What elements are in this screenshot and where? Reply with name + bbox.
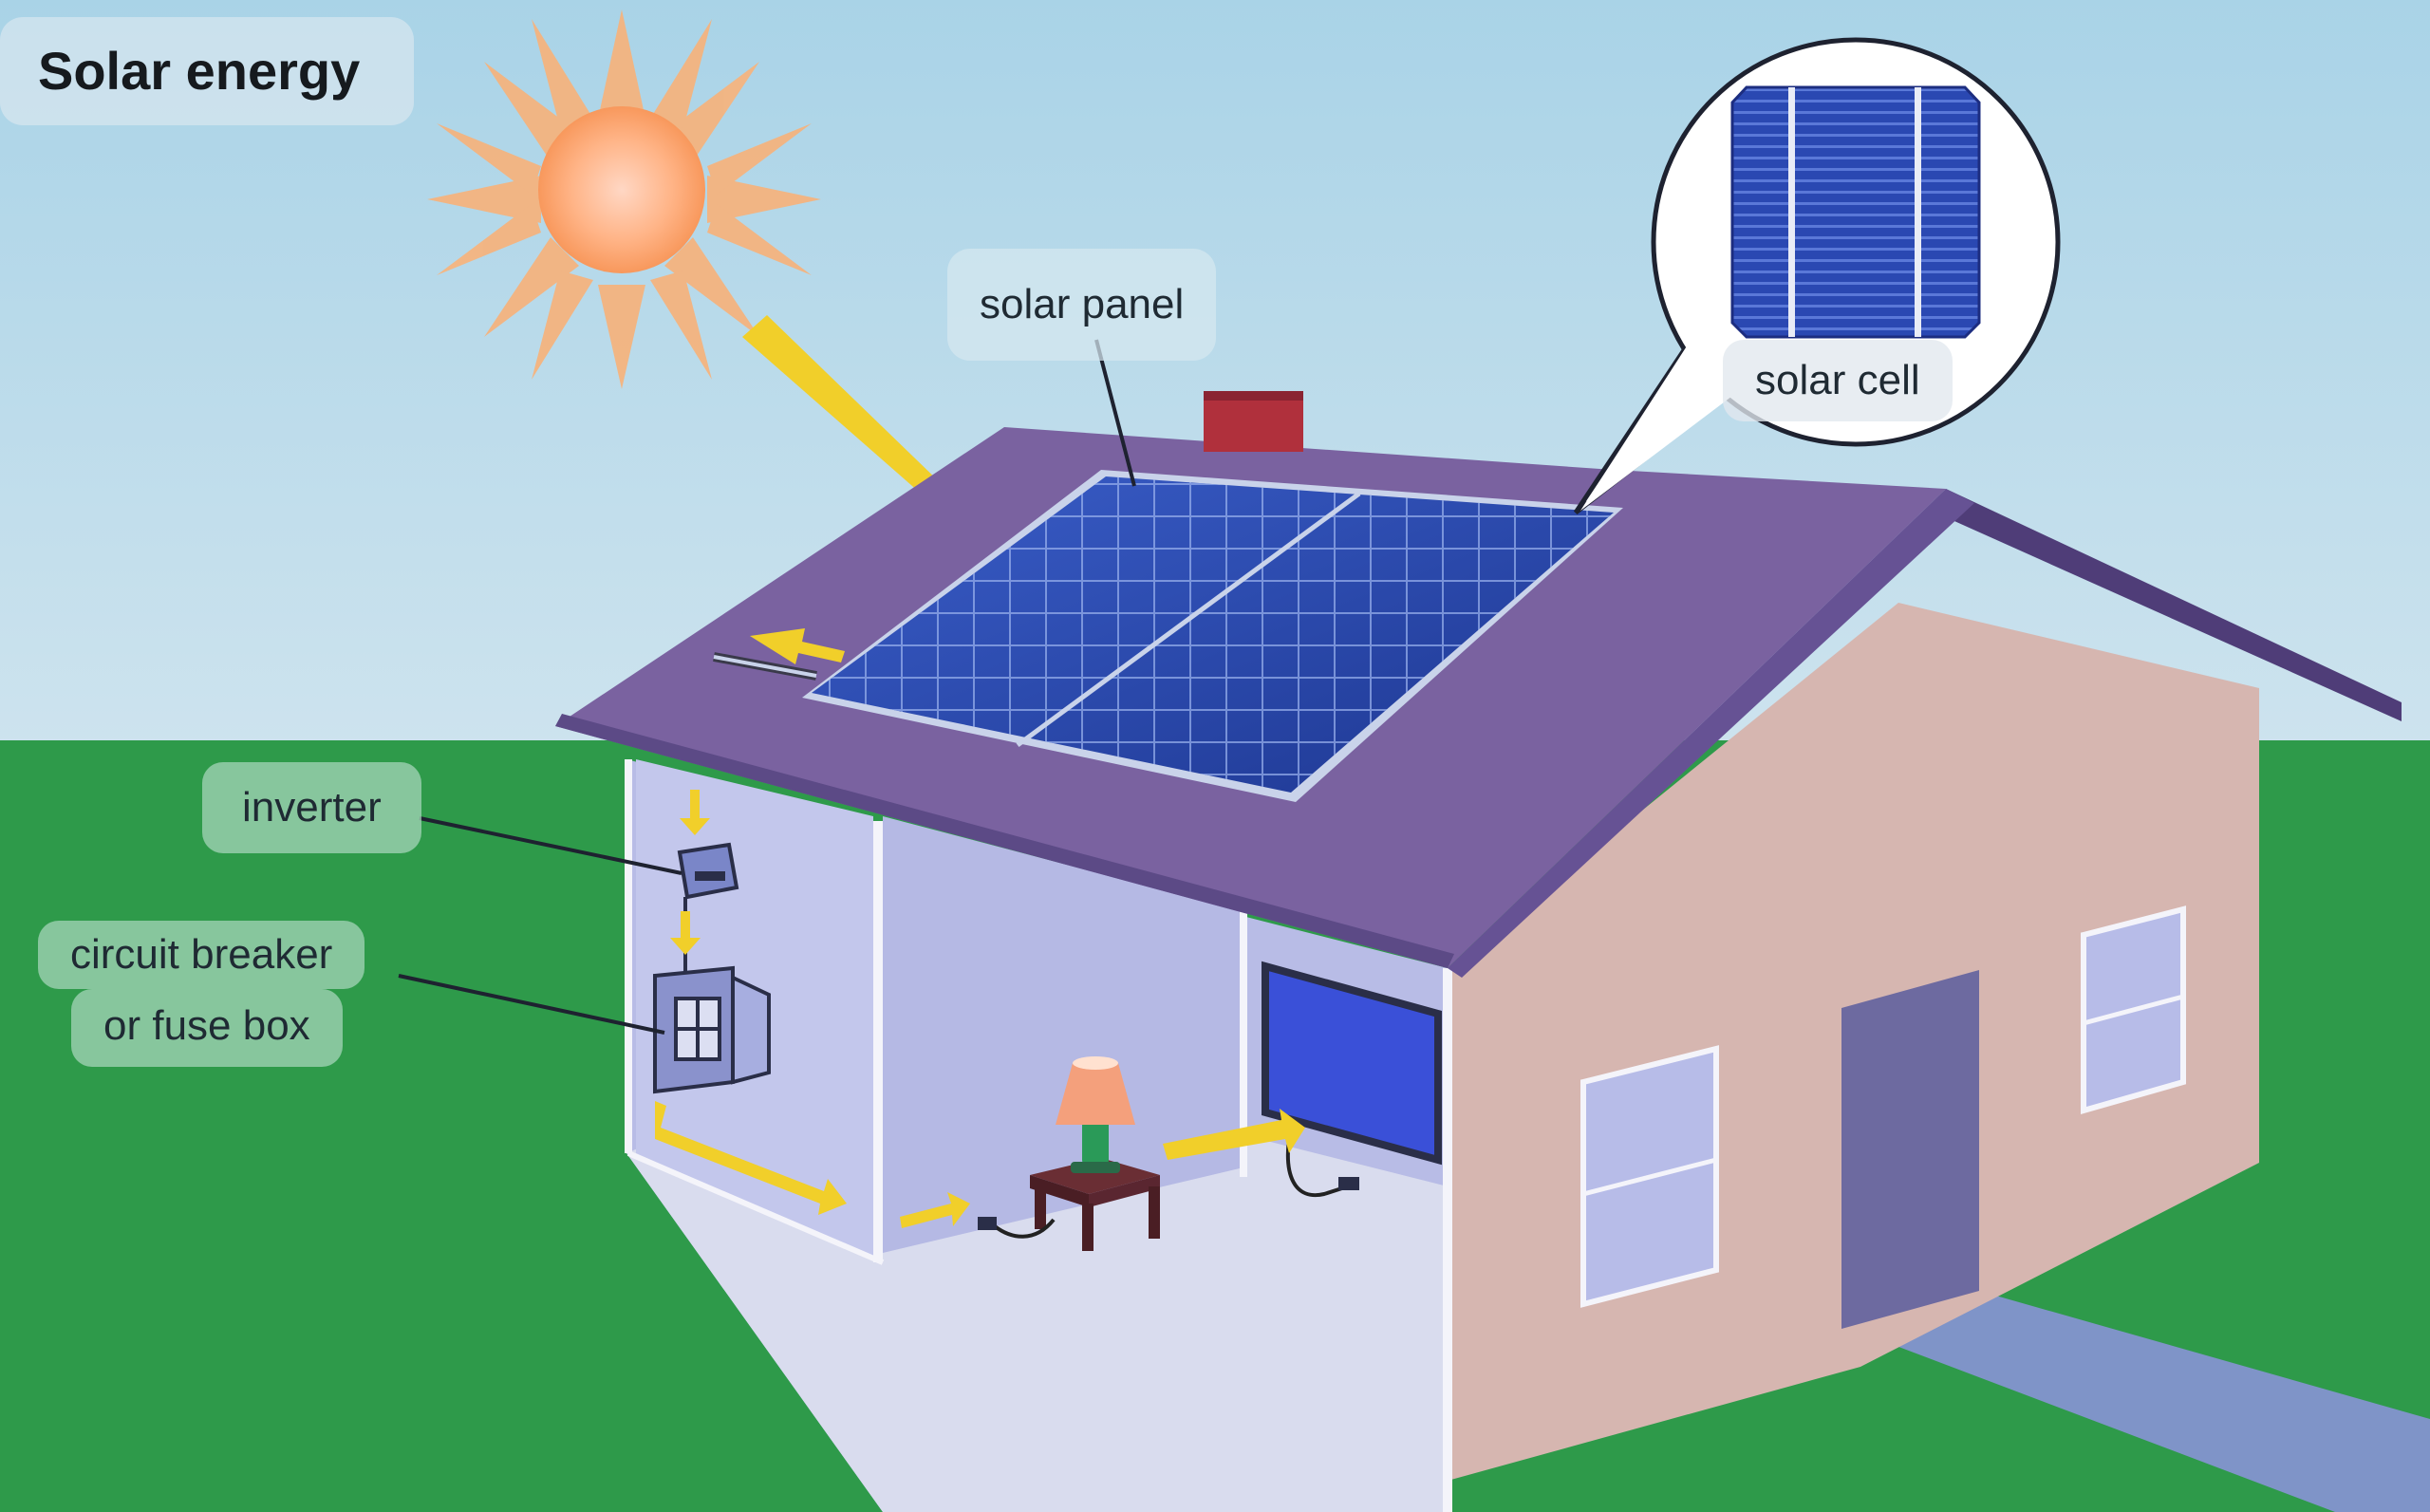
fuse-box-icon [653, 965, 771, 1094]
tv-icon [1262, 961, 1442, 1166]
walkway [1851, 1291, 2430, 1512]
solar-panel-label: solar panel [947, 249, 1217, 361]
solar-cell-icon [1730, 85, 1981, 339]
circuit-breaker-label-line2: or fuse box [71, 989, 343, 1067]
lamp-cable [993, 1218, 1056, 1239]
chimney-cap [1204, 391, 1303, 401]
circuit-breaker-label-line1: circuit breaker [38, 921, 365, 989]
roof-front-edge [555, 714, 1454, 968]
fuse-box-pointer [398, 974, 665, 1035]
chimney [1204, 397, 1303, 452]
roof-gable-right [1448, 489, 1974, 978]
flow-arrow-roof [750, 628, 845, 664]
floor-edge [626, 1150, 885, 1265]
page-title: Solar energy [0, 17, 414, 125]
table [1030, 1158, 1160, 1251]
solar-cell-label: solar cell [1723, 340, 1953, 421]
inverter-icon [677, 842, 739, 900]
side-window-left [1580, 1045, 1719, 1308]
side-door [1841, 970, 1979, 1329]
inverter-pointer [419, 816, 682, 875]
lamp-icon [1056, 1056, 1135, 1173]
flow-arrows [655, 790, 1305, 1228]
interior-back-wall [883, 816, 1243, 1253]
inverter-label: inverter [202, 762, 421, 853]
solar-panel-icon [802, 470, 1623, 802]
solar-panel-pointer [1094, 339, 1136, 487]
gable-fascia [1946, 489, 2402, 721]
side-window-right [2081, 905, 2186, 1114]
sun-icon [427, 9, 821, 389]
